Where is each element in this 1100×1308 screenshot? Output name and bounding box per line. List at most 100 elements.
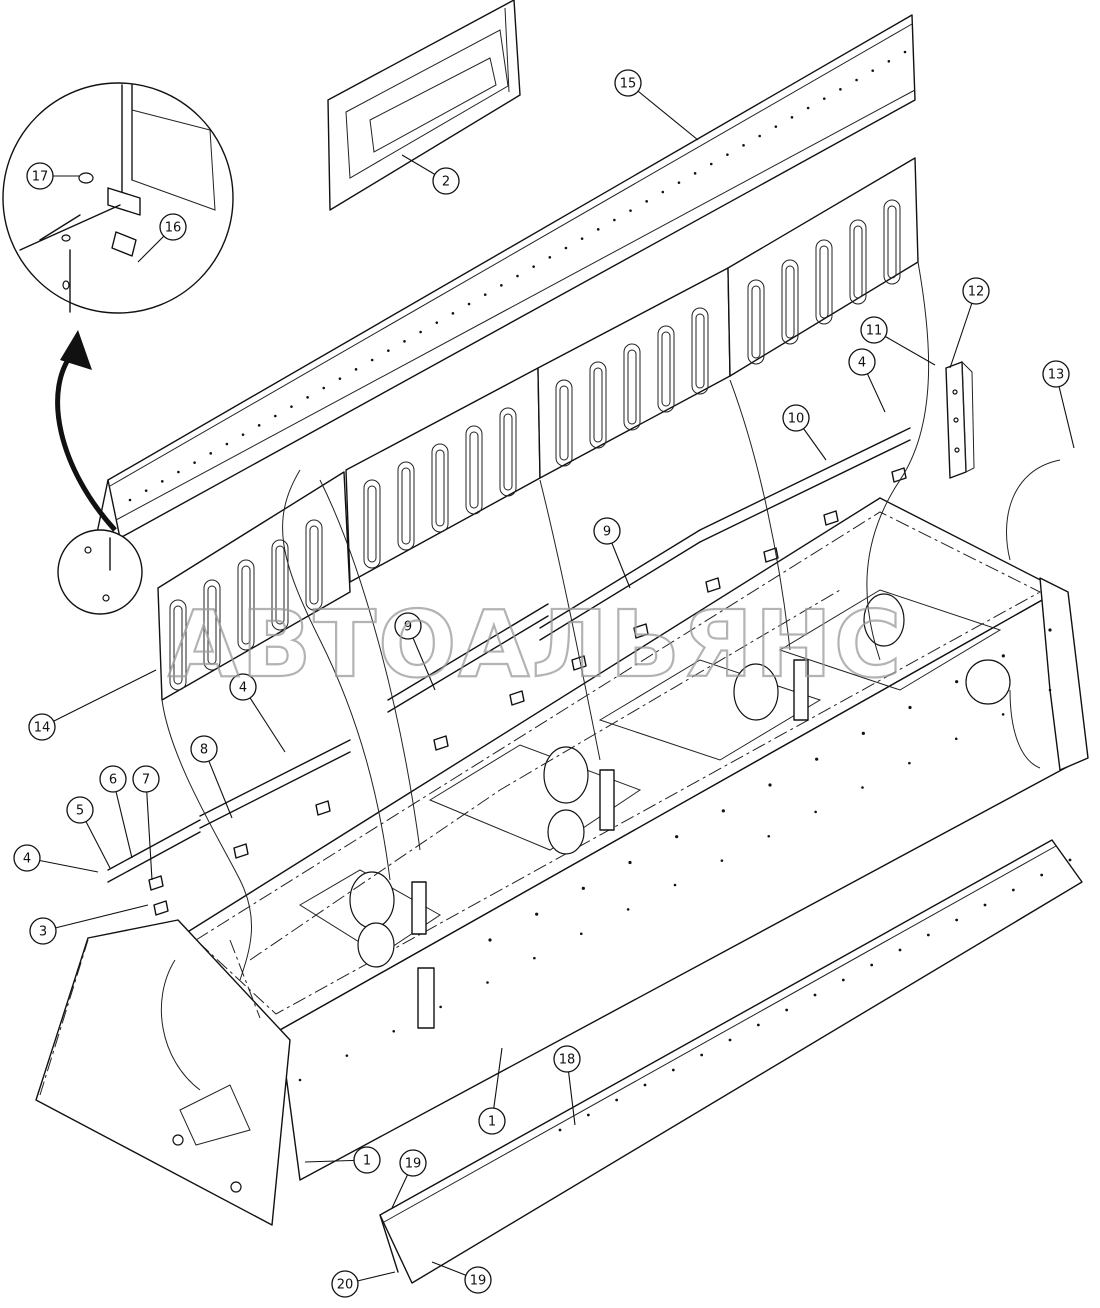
rivet-hole <box>626 908 630 911</box>
panel-rib-inner <box>207 585 217 665</box>
mounting-clip <box>891 467 907 483</box>
mounting-clip <box>763 547 779 563</box>
rivet-hole <box>532 265 535 268</box>
mounting-clip <box>633 623 649 639</box>
callout-label: 2 <box>442 175 450 190</box>
callout-bubble <box>432 167 460 195</box>
rivet-hole <box>392 1029 396 1033</box>
callout-label: 10 <box>788 412 805 427</box>
rivet-hole <box>488 938 492 942</box>
bottom-strip-part <box>379 839 1083 1284</box>
callout-bubble <box>848 348 876 376</box>
rivet-hole <box>815 757 819 761</box>
mounting-clip <box>509 690 525 706</box>
panel-rib <box>465 425 483 515</box>
rivet-hole <box>693 172 697 175</box>
panel-rib <box>431 443 449 533</box>
callout-label: 19 <box>470 1274 487 1289</box>
rivet-hole <box>756 1023 760 1027</box>
rivet-hole <box>535 912 539 916</box>
callout-label: 1 <box>363 1154 371 1169</box>
panel-rib-inner <box>559 385 569 461</box>
rivet-hole <box>435 321 439 324</box>
rivet-hole <box>1040 873 1044 877</box>
rivet-hole <box>671 1068 675 1072</box>
callout-bubble <box>394 612 422 640</box>
callout-leader <box>41 669 157 728</box>
panel-rib <box>589 361 607 449</box>
callout-bubble <box>478 1107 506 1135</box>
rivet-hole <box>926 933 930 937</box>
rivet-hole <box>241 433 245 436</box>
callout-label: 4 <box>858 356 866 371</box>
rivet-hole <box>500 284 503 287</box>
rivet-hole <box>908 705 912 710</box>
callout-bubble <box>860 316 888 344</box>
rivet-hole <box>1048 688 1052 692</box>
rivet-hole <box>855 78 858 82</box>
rivet-hole <box>839 88 842 91</box>
rivet-hole <box>579 932 583 936</box>
rivet-hole <box>257 424 261 427</box>
rivet-hole <box>451 312 455 315</box>
mounting-clip <box>233 843 249 859</box>
mounting-clip <box>315 800 331 816</box>
rivet-hole <box>677 181 681 184</box>
rivet-hole <box>548 256 552 259</box>
rivet-hole <box>661 190 665 194</box>
rivet-hole <box>785 1008 789 1012</box>
callout-bubble <box>29 917 57 945</box>
callout-bubble <box>229 673 257 701</box>
rivet-hole <box>615 1098 619 1102</box>
rivet-hole <box>758 134 761 138</box>
assembly-lines <box>160 261 1061 1091</box>
mounting-clip <box>153 900 169 916</box>
rivet-hole <box>225 442 229 446</box>
rivet-hole <box>564 246 568 250</box>
callout-label: 19 <box>405 1157 422 1172</box>
rivet-hole <box>822 97 826 100</box>
panel-rib <box>169 599 187 691</box>
callout-label: 7 <box>142 773 150 788</box>
panel-rib-inner <box>853 225 863 299</box>
callout-bubble <box>593 517 621 545</box>
callout-bubble <box>190 735 218 763</box>
callout-bubble <box>26 162 54 190</box>
rivet-hole <box>128 498 132 502</box>
rivet-hole <box>322 386 326 390</box>
callout-bubble <box>962 277 990 305</box>
rivet-hole <box>467 302 471 306</box>
panel-rib <box>499 407 517 497</box>
rivet-hole <box>861 786 864 789</box>
callout-label: 16 <box>165 221 182 236</box>
rivet-hole <box>290 405 293 408</box>
panel-rib-inner <box>751 285 761 359</box>
rivet-hole <box>721 809 725 813</box>
rivet-hole <box>586 1113 590 1117</box>
rivet-hole <box>533 956 536 960</box>
callout-bubble <box>399 1149 427 1177</box>
rivet-hole <box>306 396 309 399</box>
panel-rib-inner <box>241 565 251 645</box>
callout-label: 18 <box>559 1053 576 1068</box>
rivet-hole <box>643 1083 647 1087</box>
rivet-hole <box>1011 888 1015 892</box>
rivet-hole <box>1048 628 1052 632</box>
panel-rib-inner <box>819 245 829 319</box>
callout-bubble <box>66 796 94 824</box>
callout-label: 12 <box>968 285 985 300</box>
rivet-hole <box>675 835 679 839</box>
callout-bubble <box>353 1146 381 1174</box>
rivet-hole <box>387 349 390 352</box>
rivet-hole <box>345 1054 349 1057</box>
mounting-clip <box>148 875 164 891</box>
vent-panel-part <box>327 0 521 211</box>
mounting-clip <box>571 655 587 671</box>
callout-bubble <box>159 213 187 241</box>
rivet-hole <box>160 480 164 483</box>
callout-label: 13 <box>1048 368 1065 383</box>
rivet-hole <box>887 60 891 63</box>
panel-rib-inner <box>275 545 285 625</box>
